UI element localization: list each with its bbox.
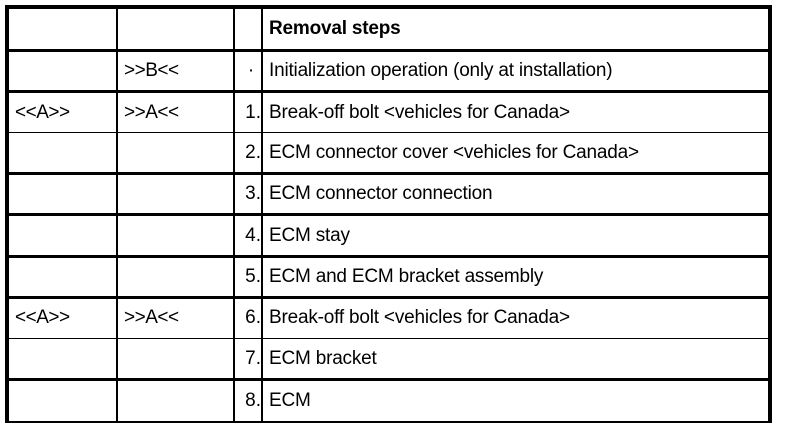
table-row: 3. ECM connector connection	[9, 173, 768, 217]
cell-marker-b	[117, 173, 235, 217]
cell-marker-b: >>B<<	[117, 50, 235, 93]
cell-marker-a	[9, 50, 118, 93]
removal-steps-table-container: Removal steps >>B<< · Initialization ope…	[5, 5, 772, 423]
cell-marker-a: <<A>>	[9, 91, 118, 134]
table-header-row: Removal steps	[9, 9, 768, 52]
bullet-dot-icon: ·	[247, 59, 255, 81]
cell-step-number: 7.	[234, 338, 263, 382]
cell-marker-a	[9, 132, 118, 176]
cell-step-number: 1.	[234, 91, 263, 134]
cell-step-number: 8.	[234, 379, 263, 421]
table-row: 8. ECM	[9, 379, 768, 421]
cell-step-description: ECM and ECM bracket assembly	[262, 256, 768, 299]
cell-step-number: 4.	[234, 214, 263, 258]
cell-step-description: ECM stay	[262, 214, 768, 258]
cell-step-number: 5.	[234, 256, 263, 299]
cell-marker-a	[9, 379, 118, 421]
cell-marker-b	[117, 338, 235, 382]
cell-marker-a	[9, 256, 118, 299]
table-row: 2. ECM connector cover <vehicles for Can…	[9, 132, 768, 176]
cell-marker-a	[9, 173, 118, 217]
cell-step-number: 3.	[234, 173, 263, 217]
cell-step-description: Initialization operation (only at instal…	[262, 50, 768, 93]
table-row: 5. ECM and ECM bracket assembly	[9, 256, 768, 299]
cell-marker-b: >>A<<	[117, 297, 235, 340]
table-row: >>B<< · Initialization operation (only a…	[9, 50, 768, 93]
cell-marker-a	[9, 214, 118, 258]
table-row: <<A>> >>A<< 6. Break-off bolt <vehicles …	[9, 297, 768, 340]
header-cell-number	[234, 9, 263, 52]
table-body: Removal steps >>B<< · Initialization ope…	[9, 9, 768, 421]
cell-step-description: ECM	[269, 390, 311, 412]
cell-step-number: 6.	[234, 297, 263, 340]
cell-step-description: ECM connector connection	[262, 173, 768, 217]
cell-marker-b: >>A<<	[117, 91, 235, 134]
header-cell-marker-b	[117, 9, 235, 52]
cell-step-number: 2.	[234, 132, 263, 176]
cell-marker-a	[9, 338, 118, 382]
cell-marker-b	[117, 256, 235, 299]
cell-step-description: ECM bracket	[262, 338, 768, 382]
cell-step-number: ·	[234, 50, 263, 93]
cell-step-description: ECM connector cover <vehicles for Canada…	[262, 132, 768, 176]
cell-step-description: Break-off bolt <vehicles for Canada>	[262, 91, 768, 134]
cell-marker-b	[117, 214, 235, 258]
cell-marker-a: <<A>>	[9, 297, 118, 340]
table-row: <<A>> >>A<< 1. Break-off bolt <vehicles …	[9, 91, 768, 134]
removal-steps-table: Removal steps >>B<< · Initialization ope…	[9, 9, 768, 421]
header-cell-removal-steps: Removal steps	[262, 9, 768, 52]
header-cell-marker-a	[9, 9, 118, 52]
table-row: 7. ECM bracket	[9, 338, 768, 382]
table-row: 4. ECM stay	[9, 214, 768, 258]
cell-step-description: Break-off bolt <vehicles for Canada>	[262, 297, 768, 340]
cell-marker-b	[117, 379, 235, 421]
cell-marker-b	[117, 132, 235, 176]
